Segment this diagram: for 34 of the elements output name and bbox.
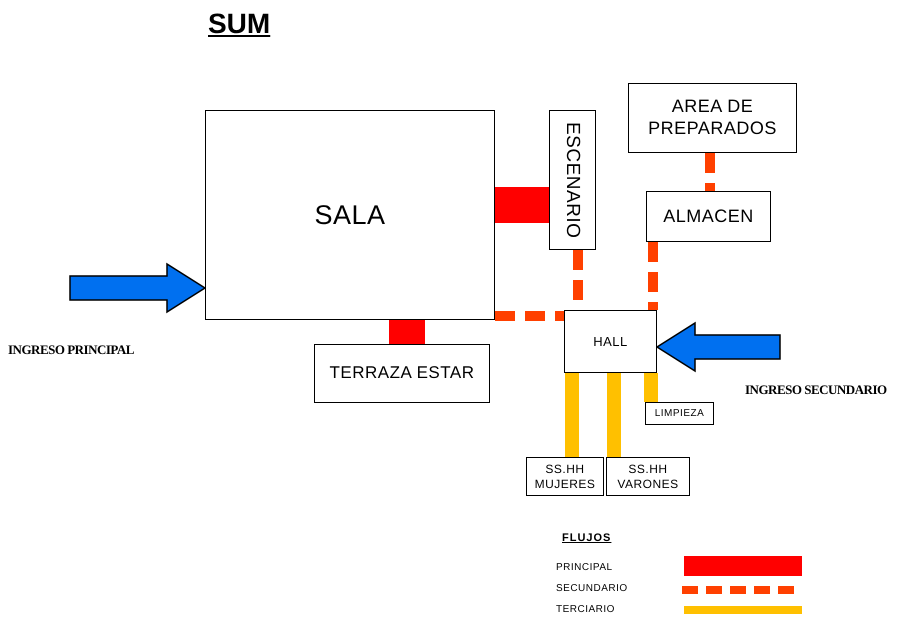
legend-title: FLUJOS: [562, 531, 612, 546]
dashed-flow-line: [705, 153, 715, 191]
flow-band: [389, 320, 425, 344]
dashed-flow-line: [495, 311, 564, 321]
room-box: [645, 402, 714, 425]
room-box: [314, 344, 490, 403]
dashed-flow-line: [648, 242, 658, 310]
room-name: SALA: [314, 198, 386, 232]
room-box: [606, 457, 690, 496]
room-name: AREA DE PREPARADOS: [647, 96, 778, 140]
edge-label: INGRESO SECUNDARIO: [745, 381, 888, 399]
legend-label: TERCIARIO: [556, 603, 615, 617]
room-name: TERRAZA ESTAR: [329, 363, 475, 384]
room-box: [646, 191, 771, 242]
legend-label: SECUNDARIO: [556, 582, 628, 596]
entrance-arrow: [656, 322, 781, 372]
room-name: ESCENARIO: [563, 122, 582, 238]
legend-label: PRINCIPAL: [556, 561, 613, 575]
flow-band: [565, 373, 579, 457]
room-name: SS.HH MUJERES: [534, 462, 596, 491]
room-box: [549, 110, 596, 250]
room-box: [205, 110, 495, 320]
room-name: ALMACEN: [663, 206, 754, 228]
room-box: [564, 310, 657, 373]
flow-band: [644, 373, 658, 402]
edge-label: INGRESO PRINCIPAL: [8, 341, 135, 359]
entrance-arrow: [69, 262, 206, 314]
room-box: [526, 457, 604, 496]
flow-band: [607, 373, 621, 457]
diagram-title: SUM: [208, 10, 270, 38]
room-box: [628, 83, 797, 153]
room-name: HALL: [593, 334, 628, 350]
room-name: LIMPIEZA: [654, 408, 704, 420]
room-name: SS.HH VARONES: [616, 462, 680, 491]
